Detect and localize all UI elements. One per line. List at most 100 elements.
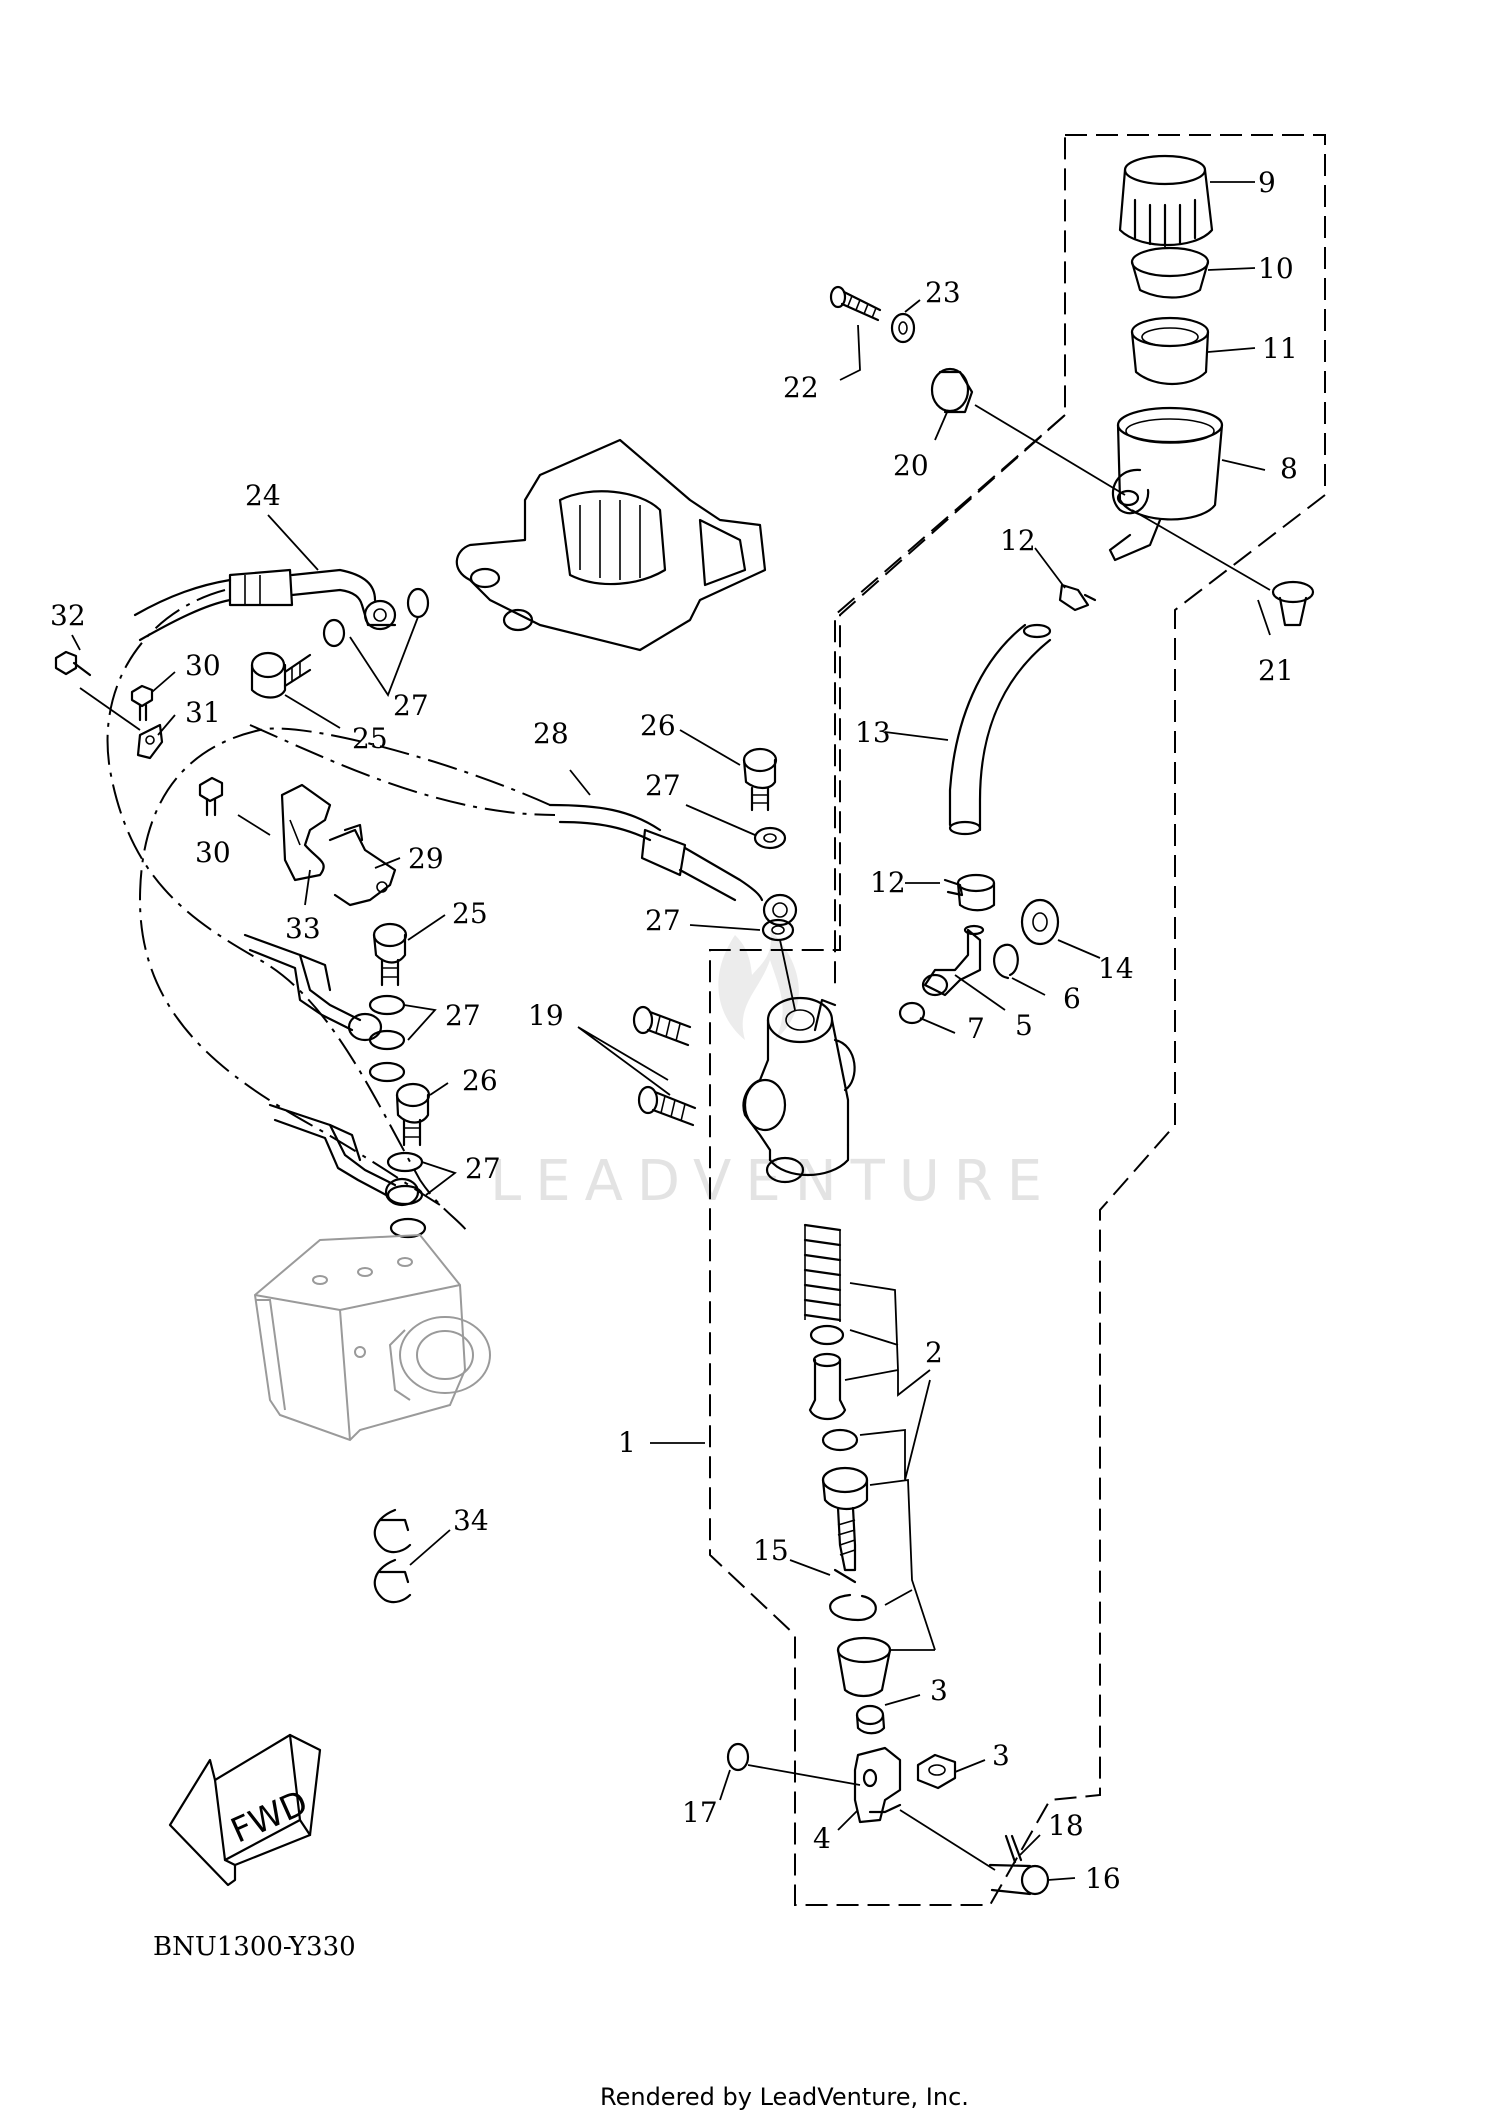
forward-arrow-icon: FWD [168,1733,322,1887]
fitting-leader [779,939,796,1011]
part-14-leader [1057,939,1101,959]
callout-27-b: 27 [645,904,681,937]
part-13-leader [884,731,949,741]
brake-hose-part-24 [133,568,397,642]
piston-seal [821,1428,859,1452]
part-6-leader [1011,977,1046,996]
diaphragm-part-11 [1130,316,1210,386]
callout-15: 15 [753,1534,789,1567]
bolt-part-32 [54,650,141,731]
push-rod [821,1466,869,1572]
callout-10: 10 [1258,252,1294,285]
washers-part-27-mid [368,994,437,1083]
part-15-leader [789,1559,831,1576]
o-ring-part-7 [898,1001,926,1025]
washers-part-27-lower [386,1151,457,1239]
callout-13: 13 [855,716,891,749]
abs-hose-b [268,1103,420,1207]
hose-outline [834,414,1066,990]
part-7-leader [919,1017,956,1034]
footer-credit: Rendered by LeadVenture, Inc. [600,2083,969,2111]
watermark-text: LEADVENTURE [490,1149,1056,1214]
screw-part-22 [829,285,882,322]
part-3-lower-leader [954,1759,986,1773]
piston-cup [809,1324,845,1346]
bolt-part-30-upper [130,684,154,722]
fwd-label: FWD [225,1783,314,1852]
callout-9: 9 [1258,166,1276,199]
piston [808,1352,847,1421]
assembly-outline [709,134,1326,1906]
callout-33: 33 [285,912,321,945]
callout-21: 21 [1258,654,1294,687]
circlip [829,1593,877,1622]
grommet-part-20 [930,367,1126,496]
callout-12-lower: 12 [870,866,906,899]
bracket-part-33 [280,783,332,882]
clip-part-34 [373,1508,451,1604]
callout-19: 19 [528,999,564,1032]
callout-14: 14 [1098,952,1134,985]
part-20-leader [934,409,949,441]
bracket-part-31 [136,723,164,760]
nut-part-3-upper [855,1704,886,1735]
callout-22: 22 [783,371,819,404]
callout-28: 28 [533,717,569,750]
piston-spring [803,1223,842,1322]
master-cylinder-body [742,996,856,1184]
callout-2: 2 [925,1336,943,1369]
diagram-code: BNU1300-Y330 [153,1932,356,1962]
watermark-flame-icon [718,930,799,1040]
abs-hose-a [243,933,383,1042]
part-16-leader [1047,1877,1076,1881]
callout-16: 16 [1085,1862,1121,1895]
part-22-leader [839,324,861,381]
part-2-leaders [844,1282,936,1651]
callout-4: 4 [813,1822,831,1855]
part-17-leader [719,1769,731,1801]
reservoir-hose-part-13 [948,623,1052,836]
callout-27-mid: 27 [445,999,481,1032]
bolt-part-26-upper [679,729,778,812]
callout-17: 17 [682,1796,718,1829]
callout-32: 32 [50,599,86,632]
part-12-upper-leader [1034,547,1066,589]
washers-part-27-upper [322,587,430,697]
callout-26-lower: 26 [462,1064,498,1097]
grommet-part-14 [1020,898,1060,946]
part-33-leader [304,869,311,906]
nut-part-3-lower [916,1753,957,1790]
callout-34: 34 [453,1504,489,1537]
part-19-leader [577,1026,671,1096]
part-32-leader [71,634,81,651]
bolt-part-21 [1131,509,1315,627]
clevis-part-4 [853,1746,902,1824]
brake-hose-part-28 [548,803,798,927]
callout-3-lower: 3 [992,1739,1010,1772]
clamp-part-29 [328,823,397,907]
callout-20: 20 [893,449,929,482]
callout-30-lower: 30 [195,836,231,869]
pin-part-15 [833,1568,857,1584]
boot [836,1636,892,1698]
cotter-pin-part-18 [1004,1834,1023,1864]
brake-caliper [455,438,767,652]
part-30-upper-leader [151,671,176,693]
callout-1: 1 [618,1426,636,1459]
callout-27-lower: 27 [465,1152,501,1185]
reservoir-part-8 [1108,406,1224,562]
part-3-upper-leader [884,1694,921,1706]
callout-27-a: 27 [645,769,681,802]
bolts-part-19 [632,1005,697,1127]
callout-27-upper: 27 [393,689,429,722]
hose-joint-part-5 [921,924,985,997]
diaphragm-plate-part-10 [1130,246,1210,299]
bolt-part-26-lower [395,1082,449,1147]
callout-25-lower: 25 [452,897,488,930]
callout-23: 23 [925,276,961,309]
part-28-leader [569,769,591,796]
hose-routing-line-a [106,589,471,1236]
washer-part-27-a [685,804,787,850]
callout-18: 18 [1048,1809,1084,1842]
callout-25-upper: 25 [352,722,388,755]
